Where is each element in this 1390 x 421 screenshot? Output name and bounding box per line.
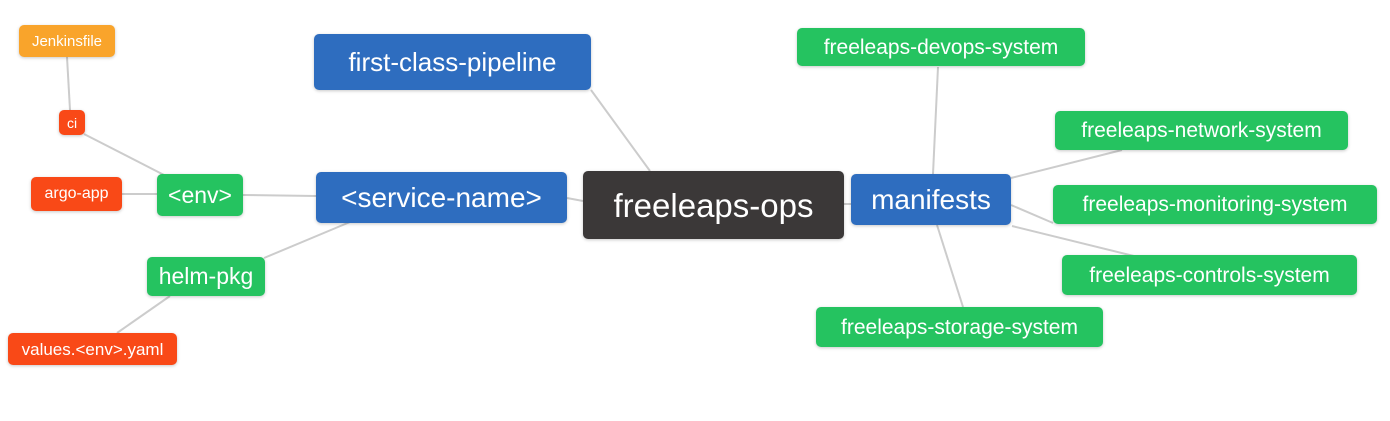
node-service-name[interactable]: <service-name>: [316, 172, 567, 223]
node-env[interactable]: <env>: [157, 174, 243, 216]
node-label: helm-pkg: [158, 263, 254, 289]
node-first-class-pipeline[interactable]: first-class-pipeline: [314, 34, 591, 90]
node-freeleaps-controls-system[interactable]: freeleaps-controls-system: [1062, 255, 1357, 295]
node-label: freeleaps-controls-system: [1089, 263, 1330, 287]
edge-ci-to-env: [83, 133, 167, 177]
node-label: freeleaps-network-system: [1081, 119, 1322, 142]
node-label: <env>: [168, 181, 232, 208]
node-ci[interactable]: ci: [59, 110, 85, 135]
edge-manifests-to-freeleaps-network-system: [1010, 149, 1123, 179]
node-jenkinsfile[interactable]: Jenkinsfile: [19, 25, 115, 57]
node-label: values.<env>.yaml: [21, 339, 164, 359]
node-label: manifests: [871, 183, 991, 215]
edge-service-name-to-helm-pkg: [263, 221, 351, 259]
node-argo-app[interactable]: argo-app: [31, 177, 122, 211]
edge-manifests-to-freeleaps-devops-system: [932, 66, 939, 175]
node-freeleaps-devops-system[interactable]: freeleaps-devops-system: [797, 28, 1085, 66]
node-label: freeleaps-devops-system: [823, 35, 1059, 59]
node-freeleaps-ops[interactable]: freeleaps-ops: [583, 171, 844, 239]
node-label: freeleaps-storage-system: [841, 315, 1078, 339]
edge-manifests-to-freeleaps-monitoring-system: [1010, 204, 1054, 224]
node-label: Jenkinsfile: [31, 32, 103, 50]
edge-service-name-to-freeleaps-ops: [566, 197, 584, 202]
node-label: <service-name>: [341, 181, 542, 213]
node-freeleaps-network-system[interactable]: freeleaps-network-system: [1055, 111, 1348, 150]
node-label: freeleaps-ops: [613, 186, 814, 224]
node-values-env-yaml[interactable]: values.<env>.yaml: [8, 333, 177, 365]
node-helm-pkg[interactable]: helm-pkg: [147, 257, 265, 296]
node-freeleaps-monitoring-system[interactable]: freeleaps-monitoring-system: [1053, 185, 1377, 224]
node-freeleaps-storage-system[interactable]: freeleaps-storage-system: [816, 307, 1103, 347]
node-label: argo-app: [44, 185, 109, 202]
edge-manifests-to-freeleaps-controls-system: [1011, 225, 1143, 259]
node-label: first-class-pipeline: [348, 47, 557, 77]
edge-manifests-to-freeleaps-storage-system: [936, 224, 964, 308]
node-label: freeleaps-monitoring-system: [1082, 193, 1348, 216]
edge-helm-pkg-to-values-env-yaml: [116, 295, 171, 334]
edge-jenkinsfile-to-ci: [66, 56, 71, 111]
node-manifests[interactable]: manifests: [851, 174, 1011, 225]
node-label: ci: [66, 114, 78, 131]
edge-first-class-pipeline-to-freeleaps-ops: [590, 89, 651, 172]
edge-env-to-service-name: [242, 194, 317, 197]
